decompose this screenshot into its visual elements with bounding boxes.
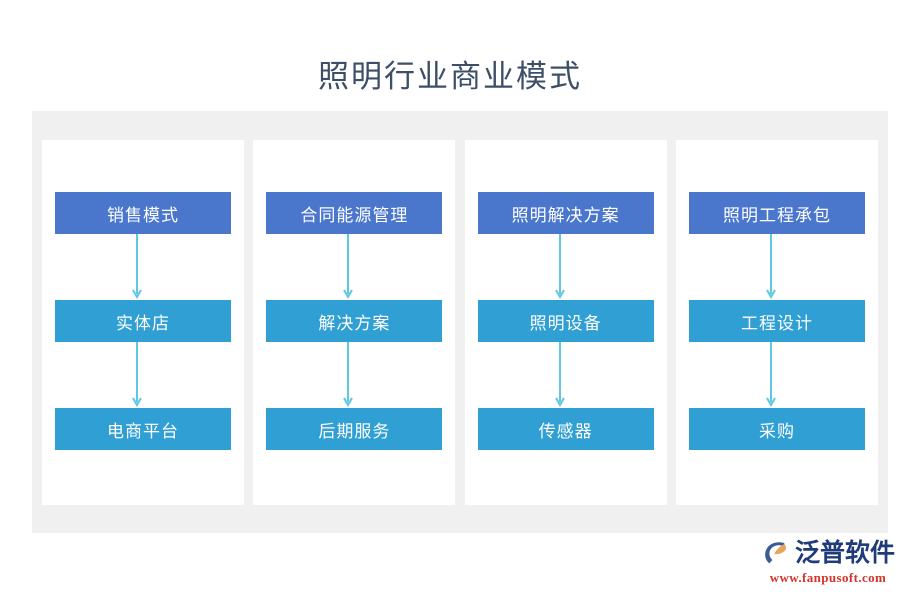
- flow-node[interactable]: 工程设计: [688, 300, 865, 342]
- brand-logo: 泛普软件 www.fanpusoft.com: [762, 538, 896, 588]
- flow-arrow-down-icon: [342, 234, 354, 300]
- flow-node[interactable]: 电商平台: [55, 408, 231, 450]
- diagram-columns: 销售模式实体店电商平台合同能源管理解决方案后期服务照明解决方案照明设备传感器照明…: [42, 140, 878, 505]
- flow-arrow-down-icon: [131, 234, 143, 300]
- logo-row: 泛普软件: [762, 538, 896, 570]
- flow-arrow-down-icon: [554, 234, 566, 300]
- flow-arrow-down-icon: [554, 342, 566, 408]
- flow-node[interactable]: 销售模式: [55, 192, 231, 234]
- flow-arrow-down-icon: [342, 342, 354, 408]
- flow-node[interactable]: 传感器: [477, 408, 654, 450]
- flow-arrow-down-icon: [765, 234, 777, 300]
- flow-node[interactable]: 照明工程承包: [688, 192, 865, 234]
- logo-name: 泛普软件: [795, 540, 896, 567]
- flow-node[interactable]: 解决方案: [266, 300, 443, 342]
- diagram-column: 销售模式实体店电商平台: [42, 140, 244, 505]
- flow-node[interactable]: 后期服务: [266, 408, 443, 450]
- flow-arrow-down-icon: [765, 342, 777, 408]
- flow-node[interactable]: 采购: [688, 408, 865, 450]
- flow-node[interactable]: 照明设备: [477, 300, 654, 342]
- logo-website-url: www.fanpusoft.com: [769, 570, 887, 585]
- diagram-column: 合同能源管理解决方案后期服务: [253, 140, 456, 505]
- flow-node[interactable]: 照明解决方案: [477, 192, 654, 234]
- page-title: 照明行业商业模式: [318, 59, 582, 94]
- fanpu-c-mark-icon: [762, 539, 792, 569]
- flow-node[interactable]: 实体店: [55, 300, 231, 342]
- flow-arrow-down-icon: [131, 342, 143, 408]
- flow-node[interactable]: 合同能源管理: [266, 192, 443, 234]
- diagram-column: 照明工程承包工程设计采购: [675, 140, 878, 505]
- diagram-column: 照明解决方案照明设备传感器: [464, 140, 667, 505]
